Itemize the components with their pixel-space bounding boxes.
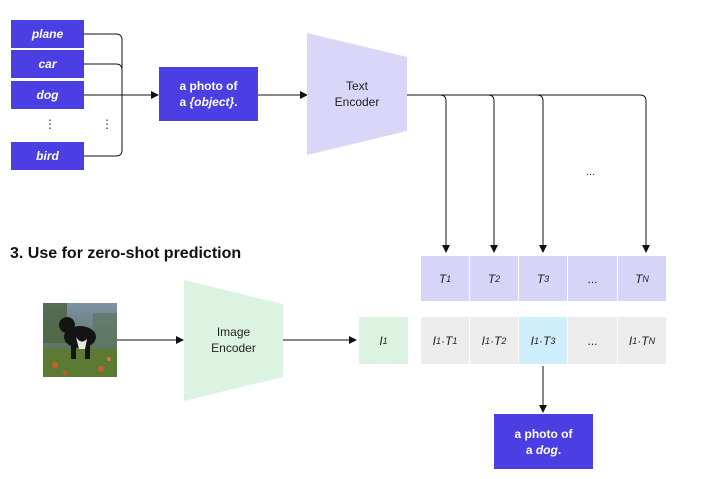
result-line2: a dog. [525,442,562,457]
image-encoder [184,280,283,401]
prompt-line1: a photo of [179,79,238,93]
section-title: 3. Use for zero-shot prediction [10,245,242,262]
text-embedding-cell: ... [568,256,617,301]
class-label-bird: bird [11,142,84,170]
text-encoder [307,33,407,155]
class-label-plane: plane [11,20,84,48]
bracket-ellipsis: ⋮ [101,117,113,131]
text-encoder-label: Text Encoder [334,79,380,109]
dog-photo-icon [43,303,117,377]
prompt-template-box: a photo of a {object}. [159,67,258,121]
class-label-dog: dog [11,81,84,109]
embedding-ellipsis: ... [586,166,596,178]
result-line1: a photo of [514,426,573,441]
class-list-ellipsis: ⋮ [44,117,56,131]
prompt-line2: a {object}. [179,95,238,109]
image-encoder-label: Image Encoder [211,325,256,355]
similarity-cell: ... [568,317,617,364]
class-label-car: car [11,50,84,78]
prediction-result-box: a photo of a dog. [494,414,593,469]
